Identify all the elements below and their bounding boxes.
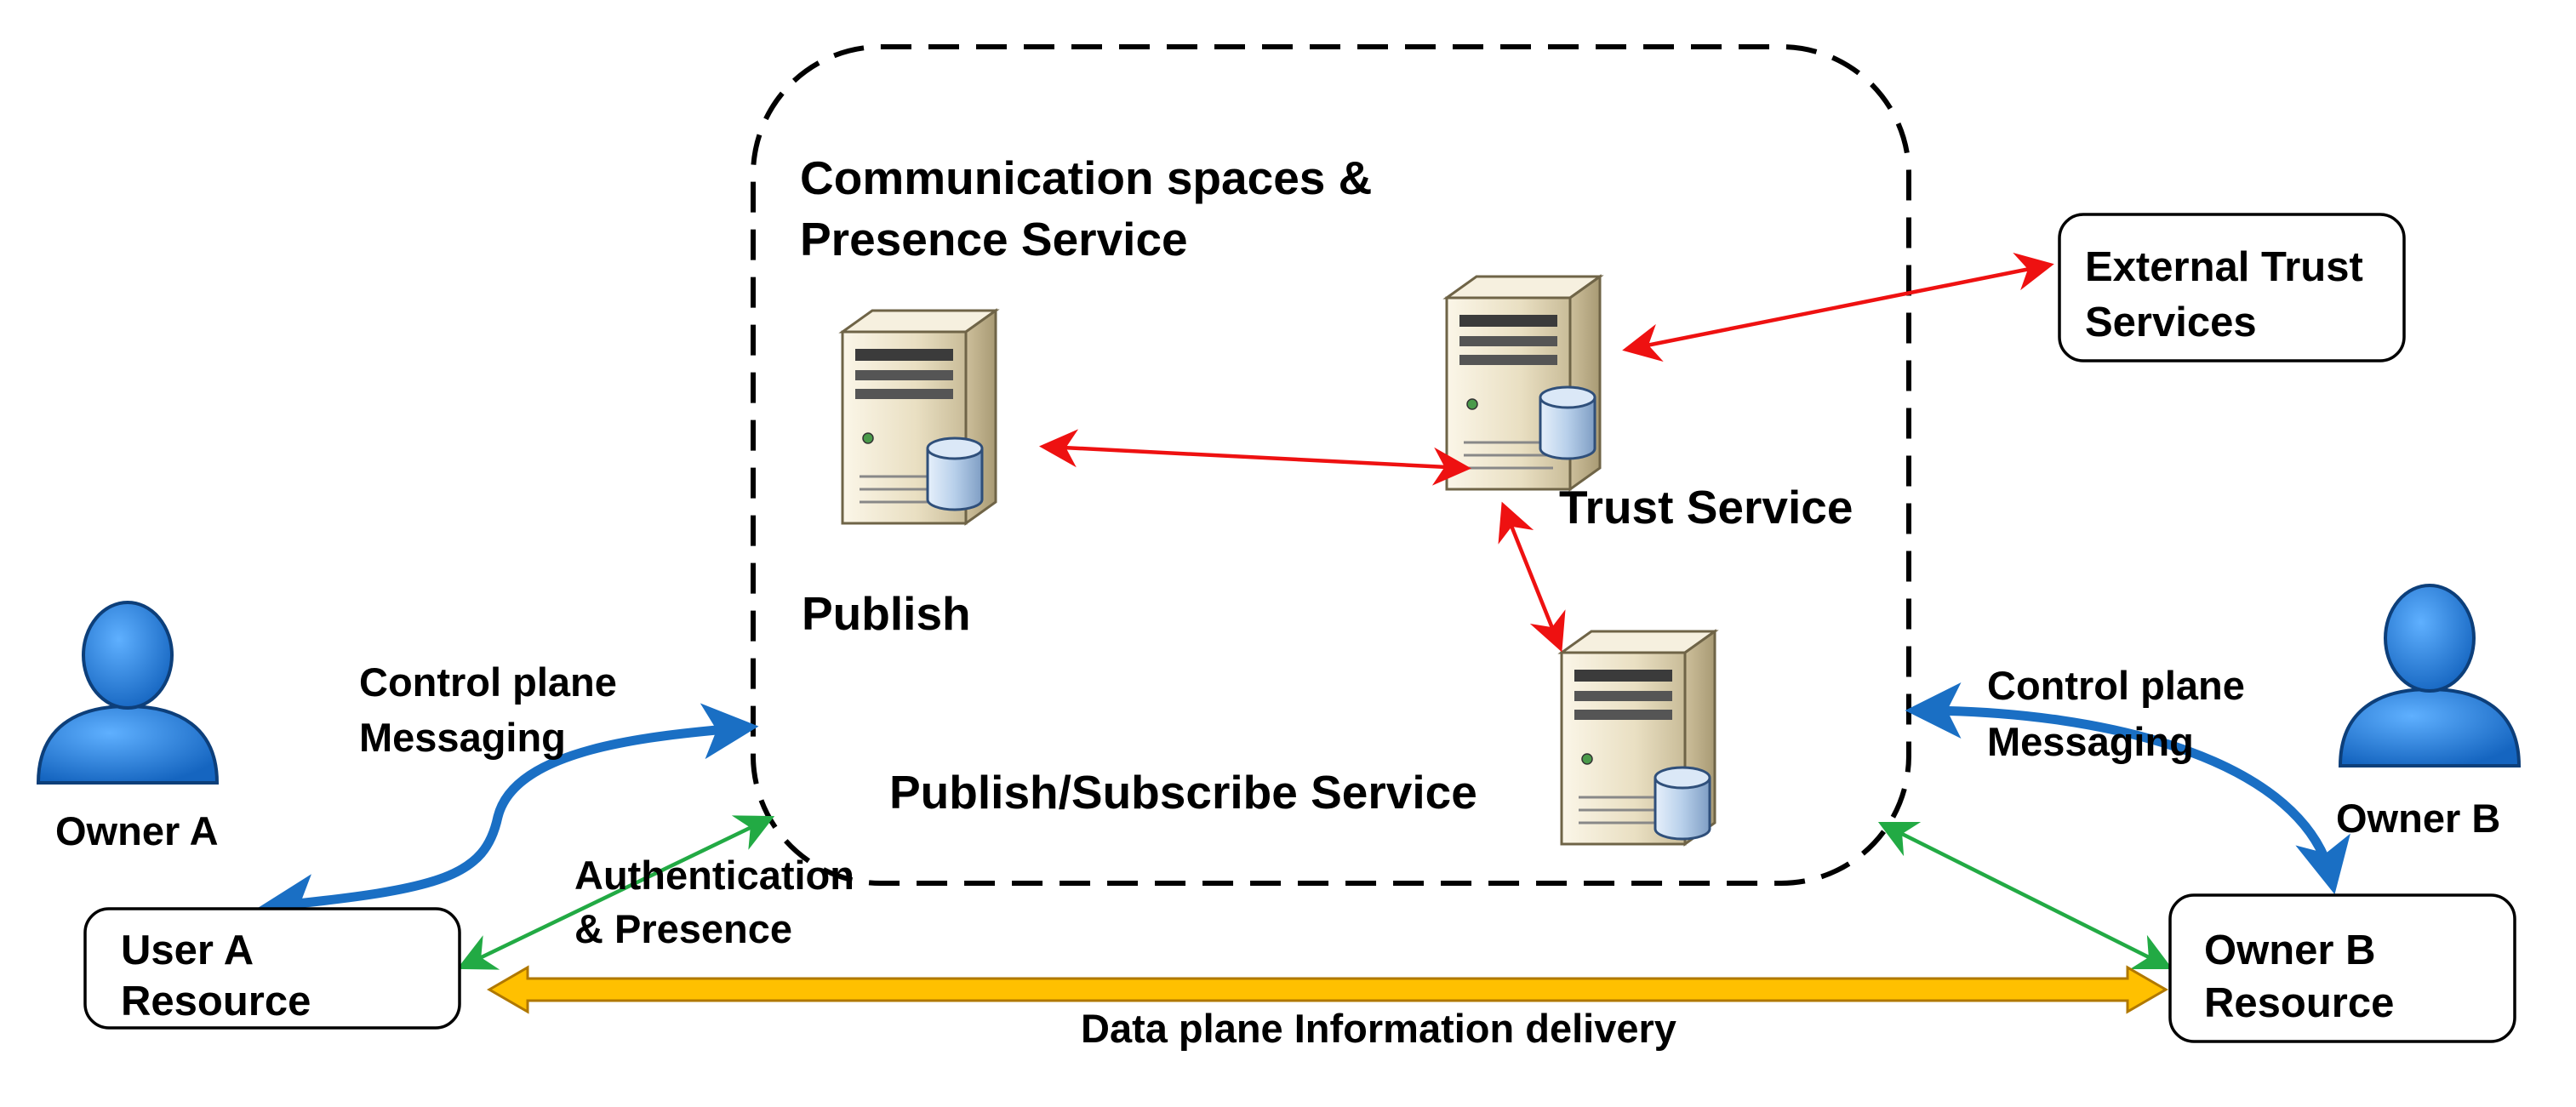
owner-b-res-line1: Owner B xyxy=(2204,927,2375,973)
publish-label: Publish xyxy=(802,587,971,640)
owner-b-person-icon xyxy=(2339,584,2521,767)
auth-label-line1: Authentication xyxy=(574,853,854,898)
control-plane-a-line2: Messaging xyxy=(359,715,566,760)
control-plane-a-line1: Control plane xyxy=(359,659,617,705)
external-trust-services-box: External Trust Services xyxy=(2058,213,2406,362)
control-plane-a-arrow xyxy=(258,703,759,930)
data-plane-label: Data plane Information delivery xyxy=(1081,1006,1676,1051)
owner-b-label: Owner B xyxy=(2336,796,2500,841)
owner-b-res-line2: Resource xyxy=(2204,980,2394,1026)
trust-pubsub-arrow xyxy=(1498,501,1566,653)
user-a-resource-box: User A Resource xyxy=(83,907,461,1030)
trust-server-icon xyxy=(1445,275,1602,491)
communication-space-boundary xyxy=(751,44,1911,886)
owner-b-resource-box: Owner B Resource xyxy=(2168,893,2516,1043)
pubsub-label: Publish/Subscribe Service xyxy=(889,766,1477,819)
owner-a-label: Owner A xyxy=(55,808,219,853)
control-plane-b-line1: Control plane xyxy=(1987,663,2245,708)
trust-external-arrow xyxy=(1622,252,2054,362)
pubsub-database-icon xyxy=(1654,766,1711,841)
pubsub-server-icon xyxy=(1560,630,1716,846)
publish-server-icon xyxy=(841,309,997,525)
owner-a-person-icon xyxy=(37,601,219,785)
auth-label-line2: & Presence xyxy=(574,906,792,951)
comm-spaces-label-line1: Communication spaces & xyxy=(800,151,1372,204)
owner-b-auth-arrow xyxy=(1877,821,2173,970)
trust-service-label: Trust Service xyxy=(1559,481,1853,534)
user-a-line1: User A xyxy=(121,927,254,973)
control-plane-b-arrow xyxy=(1905,682,2350,895)
publish-database-icon xyxy=(926,437,984,511)
control-plane-b-line2: Messaging xyxy=(1987,719,2194,764)
data-plane-arrow xyxy=(487,965,2168,1014)
trust-database-icon xyxy=(1539,385,1596,460)
external-trust-line1: External Trust xyxy=(2085,244,2363,290)
comm-spaces-label-line2: Presence Service xyxy=(800,213,1188,265)
external-trust-line2: Services xyxy=(2085,300,2257,345)
user-a-line2: Resource xyxy=(121,979,311,1024)
publish-trust-arrow xyxy=(1039,429,1471,486)
